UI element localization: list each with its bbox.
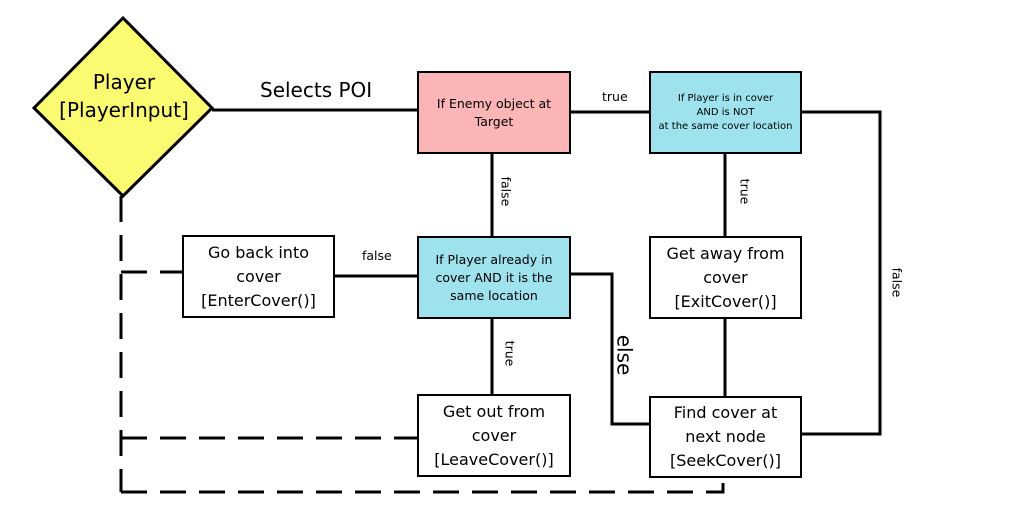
seek-cover-node: Find cover at next node [SeekCover()] [649,396,802,478]
seek-cover-line1: Find cover at [673,403,778,422]
label-true-right: true [737,178,753,205]
exit-cover-line2: cover [703,267,748,287]
player-title: Player [92,70,156,94]
seek-cover-line2: next node [685,427,766,446]
cover-check-top-node: If Player is in cover AND is NOT at the … [649,71,802,154]
player-diamond [31,15,215,199]
leave-cover-line3: [LeaveCover()] [434,449,554,469]
dashed-connectors [119,196,725,494]
cover-check-top-line3: at the same cover location [658,120,793,132]
label-false-left: false [362,248,392,263]
enter-cover-line3: [EnterCover()] [201,290,316,310]
solid-connectors [212,108,882,436]
seek-cover-line3: [SeekCover()] [670,451,781,470]
label-true-top: true [602,89,628,104]
player-node-label: Player [PlayerInput] [36,68,212,124]
leave-cover-node: Get out from cover [LeaveCover()] [417,394,571,477]
dashed-to-seek-cover [121,476,725,494]
label-true-bottom: true [502,340,518,367]
cover-same-check-line3: same location [450,287,538,303]
enemy-check-node: If Enemy object at Target [417,71,571,154]
leave-cover-line2: cover [471,425,517,445]
cover-same-check-line2: cover AND it is the [435,269,553,285]
cover-check-top-line2: AND is NOT [696,106,755,118]
label-selects-poi: Selects POI [260,78,373,102]
cover-same-check-line1: If Player already in [435,251,553,267]
exit-cover-node: Get away from cover [ExitCover()] [649,236,802,319]
enemy-check-line2: Target [474,113,514,129]
connector-else [570,272,650,426]
label-false-mid: false [498,176,514,207]
connector-false-right [801,110,882,436]
exit-cover-line3: [ExitCover()] [674,291,777,311]
cover-same-check-node: If Player already in cover AND it is the… [417,236,571,319]
enter-cover-line2: cover [236,266,281,286]
exit-cover-line1: Get away from [666,243,785,263]
enter-cover-node: Go back into cover [EnterCover()] [182,235,335,318]
leave-cover-line1: Get out from [442,401,546,421]
player-input-label: [PlayerInput] [59,98,189,122]
cover-check-top-line1: If Player is in cover [677,92,774,104]
label-else: else [612,334,637,376]
enemy-check-line1: If Enemy object at [436,95,552,111]
enter-cover-line1: Go back into [207,242,309,262]
label-false-right: false [889,267,905,298]
